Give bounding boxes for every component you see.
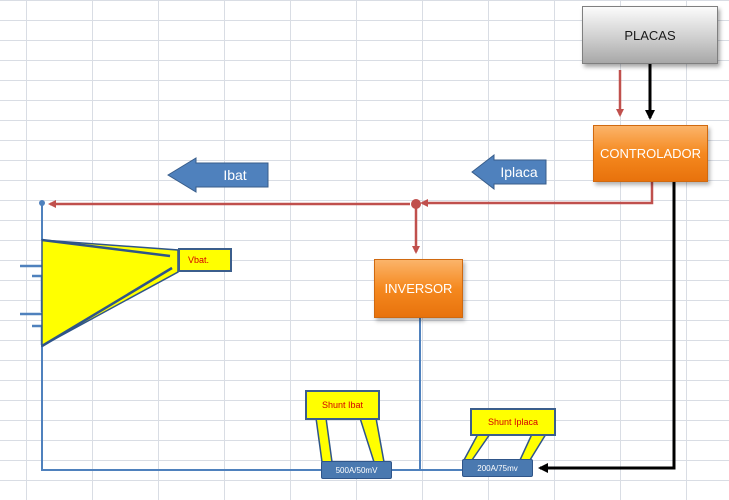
iplaca-arrow-shape <box>471 153 547 191</box>
junction-node <box>411 199 421 209</box>
controlador-to-shunt-black-wire <box>538 182 676 473</box>
inversor-block[interactable]: INVERSOR <box>374 259 463 318</box>
shunt-iplaca-callout-pointer <box>462 433 548 461</box>
ibat-arrow-shape <box>167 157 269 193</box>
controlador-to-node-red-flow <box>420 182 654 207</box>
placas-block[interactable]: PLACAS <box>582 6 718 64</box>
shunt-iplaca-block[interactable]: 200A/75mv <box>462 459 533 477</box>
battery-terminal-dot <box>39 200 45 206</box>
controlador-block[interactable]: CONTROLADOR <box>593 125 708 182</box>
shunt-ibat-callout-pointer <box>315 417 385 463</box>
vbat-callout[interactable]: Vbat. <box>178 248 232 272</box>
shunt-ibat-block[interactable]: 500A/50mV <box>321 461 392 479</box>
iplaca-arrow-label[interactable]: Iplaca <box>500 164 538 180</box>
battery-return-wire <box>41 345 321 471</box>
shunt-ibat-callout[interactable]: Shunt Ibat <box>305 390 380 420</box>
ibat-arrow-label[interactable]: Ibat <box>223 167 247 183</box>
shunt-iplaca-callout[interactable]: Shunt Iplaca <box>470 408 556 436</box>
vbat-callout-pointer <box>41 238 179 348</box>
